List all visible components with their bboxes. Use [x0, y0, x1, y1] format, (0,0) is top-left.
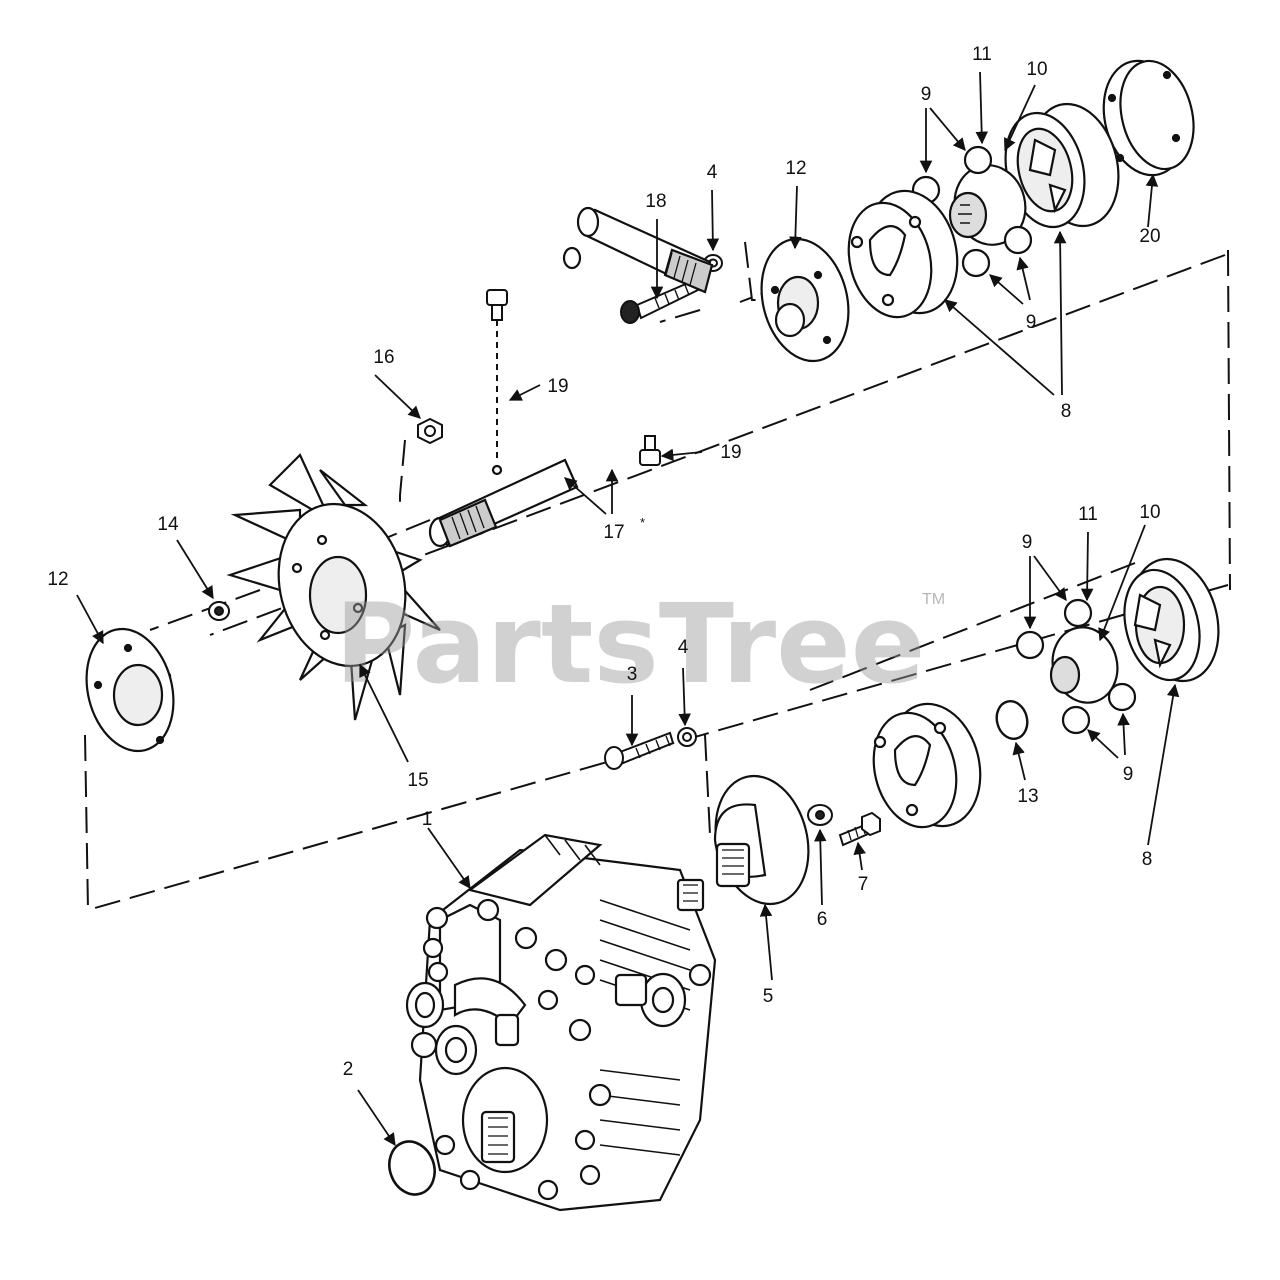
watermark: PartsTree TM — [335, 580, 945, 708]
svg-text:PartsTree: PartsTree — [335, 580, 926, 708]
shaft-17-right — [562, 206, 714, 294]
leader-lines — [76, 71, 1180, 1147]
callout-4-lower: 4 — [678, 637, 689, 658]
callout-9-top: 9 — [921, 84, 932, 105]
callout-9-lower-bottom: 9 — [1123, 764, 1134, 785]
housing-8-lower — [1123, 557, 1220, 683]
callout-8-upper: 8 — [1061, 401, 1072, 422]
callout-13: 13 — [1017, 786, 1038, 807]
callout-12-upper: 12 — [785, 158, 806, 179]
callout-9-upper-bottom: 9 — [1026, 312, 1037, 333]
asterisk-note: * — [640, 515, 645, 530]
callout-3: 3 — [627, 664, 638, 685]
callout-7: 7 — [858, 874, 869, 895]
hub-5 — [713, 774, 810, 906]
plug-19-upper — [486, 289, 508, 462]
washer-14 — [208, 601, 230, 621]
callout-4-upper: 4 — [707, 162, 718, 183]
washer-6 — [807, 804, 833, 826]
callout-20: 20 — [1139, 226, 1160, 247]
callout-11-upper: 11 — [972, 44, 992, 65]
callout-19-upper: 19 — [547, 376, 568, 397]
callout-12-left: 12 — [47, 569, 68, 590]
housing-8-upper — [1004, 102, 1120, 229]
transmission-1 — [405, 833, 717, 1212]
callout-10-lower: 10 — [1139, 502, 1160, 523]
callout-1: 1 — [422, 809, 433, 830]
bolt-18 — [620, 278, 700, 324]
callout-19-lower: 19 — [720, 442, 741, 463]
plug-19-lower — [639, 435, 661, 466]
callout-18: 18 — [645, 191, 666, 212]
callout-14: 14 — [157, 514, 179, 535]
callout-16: 16 — [373, 347, 394, 368]
screw-7 — [838, 811, 881, 847]
shaft-17-left — [428, 458, 579, 548]
callout-15: 15 — [407, 770, 428, 791]
cross-block-lower — [1015, 598, 1137, 735]
callout-17: 17 — [603, 522, 624, 543]
cross-block-upper — [911, 145, 1033, 278]
flange-12-left — [85, 627, 175, 753]
screw-3 — [604, 731, 675, 770]
callout-11-lower: 11 — [1078, 504, 1098, 525]
rotor-8-upper — [847, 189, 959, 319]
rotor-8-lower — [872, 702, 982, 829]
callout-5: 5 — [763, 986, 774, 1007]
callout-8-lower: 8 — [1142, 849, 1153, 870]
o-ring-2 — [388, 1140, 436, 1196]
flange-12-upper — [760, 237, 850, 363]
callout-10-upper: 10 — [1026, 59, 1047, 80]
callout-9-lower-top: 9 — [1022, 532, 1033, 553]
callout-labels: 1 2 3 4 4 18 12 5 6 7 13 16 14 12 15 19 … — [47, 44, 1160, 1080]
washer-4-lower — [677, 727, 697, 747]
callout-6: 6 — [817, 909, 828, 930]
callout-2: 2 — [343, 1059, 354, 1080]
nut-16 — [417, 417, 443, 445]
ring-13 — [995, 700, 1029, 740]
svg-text:TM: TM — [922, 591, 945, 608]
